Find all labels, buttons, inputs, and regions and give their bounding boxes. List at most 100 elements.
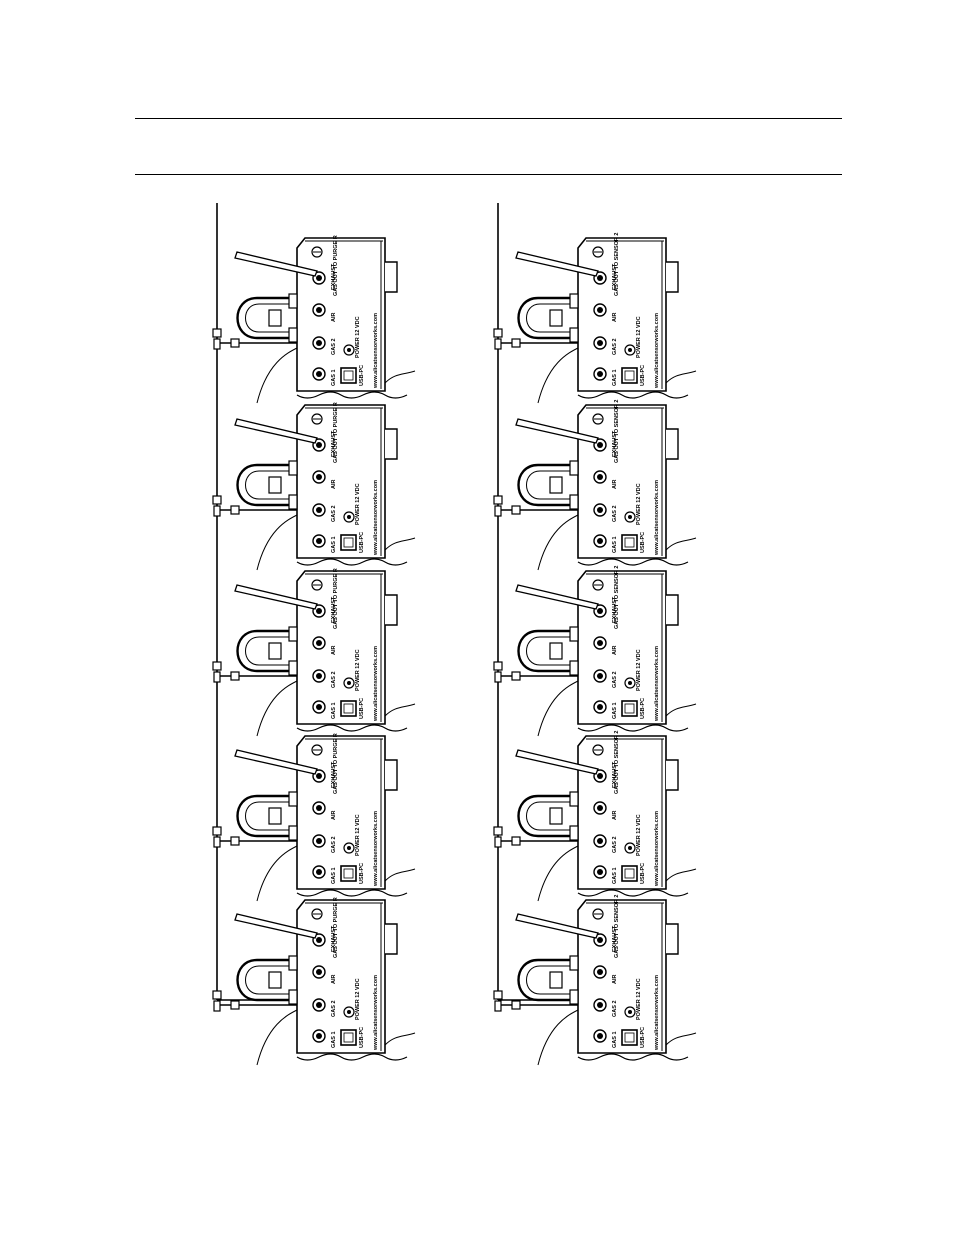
antenna-label: GAS OUT TO PURGE R [333, 568, 339, 629]
port-icon [316, 608, 322, 614]
power-jack-icon [347, 681, 351, 685]
port-icon [597, 371, 603, 377]
antenna-label: GAS OUT TO PURGE R [333, 733, 339, 794]
usb-port-icon [343, 1032, 354, 1043]
usb-port-icon [624, 1032, 635, 1043]
cut-edge [296, 558, 408, 566]
loop-clip [268, 309, 282, 327]
tube-fitting [230, 338, 240, 348]
fitting [569, 825, 579, 841]
tee-fitting [493, 661, 503, 671]
loop-tube [526, 470, 576, 500]
power-label: POWER 12 VDC [636, 649, 642, 691]
port-icon [316, 1002, 322, 1008]
power-jack-icon [628, 846, 632, 850]
antenna-icon [515, 749, 599, 775]
port-label: GAS 2 [612, 671, 618, 688]
tee-fitting [493, 328, 503, 338]
tee-fitting [493, 495, 503, 505]
fitting [288, 955, 298, 971]
usb-label: USB-PC [640, 698, 646, 719]
loop-tube [245, 636, 295, 666]
loop-clip [549, 642, 563, 660]
website-label: www.alicatsensorworks.com [373, 313, 379, 389]
antenna-label: GAS OUT TO PURGE R [333, 897, 339, 958]
port-icon [597, 608, 603, 614]
fitting [569, 494, 579, 510]
usb-label: USB-PC [640, 1027, 646, 1048]
tee-fitting [212, 328, 222, 338]
fitting [288, 460, 298, 476]
port-label: EXHAUST [612, 596, 618, 623]
port-label: AIR [612, 313, 618, 323]
port-icon [316, 538, 322, 544]
mounting-tab [666, 428, 679, 460]
antenna-label: GAS OUT TO SENSOR 2 [614, 731, 620, 794]
website-label: www.alicatsensorworks.com [654, 811, 660, 887]
port-icon [316, 969, 322, 975]
fitting [569, 989, 579, 1005]
power-label: POWER 12 VDC [636, 978, 642, 1020]
port-icon [316, 340, 322, 346]
antenna-icon [234, 584, 318, 610]
cut-line [665, 370, 697, 384]
port-icon [316, 507, 322, 513]
cut-line [256, 347, 298, 404]
port-label: AIR [331, 811, 337, 821]
power-jack-icon [628, 348, 632, 352]
website-label: www.alicatsensorworks.com [373, 975, 379, 1051]
port-icon [316, 1033, 322, 1039]
port-label: GAS 1 [612, 369, 618, 386]
port-icon [316, 869, 322, 875]
cut-edge [577, 1053, 689, 1061]
tee-fitting [494, 338, 502, 350]
cut-edge [577, 391, 689, 399]
port-icon [597, 474, 603, 480]
tube-fitting [511, 1000, 521, 1010]
power-jack-icon [628, 1010, 632, 1014]
cut-line [665, 537, 697, 551]
cut-line [256, 680, 298, 737]
cut-edge [577, 724, 689, 732]
tee-fitting [494, 671, 502, 683]
website-label: www.alicatsensorworks.com [373, 646, 379, 722]
antenna-label: GAS OUT TO PURGE R [333, 402, 339, 463]
tube-fitting [511, 338, 521, 348]
cut-line [537, 1009, 579, 1066]
cut-edge [296, 724, 408, 732]
cut-line [384, 1032, 416, 1046]
mounting-tab [666, 261, 679, 293]
loop-clip [268, 476, 282, 494]
port-label: EXHAUST [331, 263, 337, 290]
tee-fitting [212, 661, 222, 671]
port-label: AIR [331, 313, 337, 323]
port-icon [316, 805, 322, 811]
port-icon [597, 640, 603, 646]
fitting [288, 791, 298, 807]
fitting [288, 660, 298, 676]
port-label: GAS 2 [331, 338, 337, 355]
usb-label: USB-PC [359, 863, 365, 884]
loop-clip [268, 807, 282, 825]
tube-fitting [511, 671, 521, 681]
usb-port-icon [624, 370, 635, 381]
antenna-label: GAS OUT TO SENSOR 2 [614, 895, 620, 958]
cut-line [537, 845, 579, 902]
website-label: www.alicatsensorworks.com [654, 313, 660, 389]
power-jack-icon [347, 515, 351, 519]
power-jack-icon [347, 348, 351, 352]
mounting-tab [666, 923, 679, 955]
cut-line [665, 703, 697, 717]
loop-tube [245, 965, 295, 995]
port-label: GAS 1 [612, 536, 618, 553]
usb-label: USB-PC [359, 1027, 365, 1048]
fitting [288, 293, 298, 309]
mounting-tab [666, 759, 679, 791]
cut-line [384, 537, 416, 551]
loop-tube [526, 801, 576, 831]
power-label: POWER 12 VDC [355, 814, 361, 856]
tube-fitting [230, 671, 240, 681]
power-label: POWER 12 VDC [355, 316, 361, 358]
